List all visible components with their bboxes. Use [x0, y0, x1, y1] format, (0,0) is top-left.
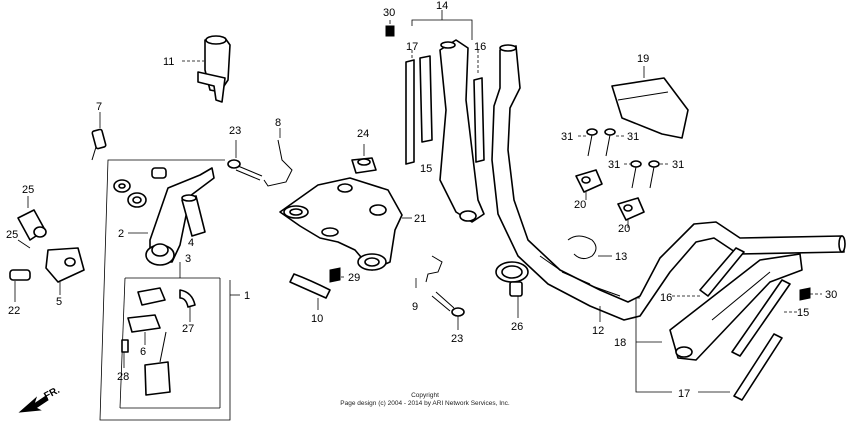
upper-holder-20a[interactable] — [575, 169, 603, 200]
callout-25b: 25 — [6, 229, 18, 241]
callout-5: 5 — [56, 296, 62, 308]
callout-20a: 20 — [574, 199, 586, 211]
ignition-assembly-frame — [99, 159, 240, 421]
bolt-30-right[interactable] — [799, 287, 822, 301]
upper-cover-bracket[interactable] — [182, 35, 231, 103]
callout-9: 9 — [412, 301, 418, 313]
callout-28: 28 — [117, 371, 129, 383]
switch-cover[interactable] — [181, 194, 206, 237]
rubber-strip-17-right[interactable] — [733, 333, 783, 401]
callout-11: 11 — [163, 56, 174, 68]
callout-21: 21 — [414, 213, 426, 225]
bolt-29[interactable] — [329, 267, 346, 283]
callout-7: 7 — [96, 101, 102, 113]
callout-23b: 23 — [451, 333, 463, 345]
handlebar-cover-right[interactable] — [669, 253, 803, 361]
top-bridge-21[interactable] — [279, 177, 412, 271]
callout-18: 18 — [614, 337, 626, 349]
callout-2: 2 — [118, 228, 124, 240]
bridge-nut-24[interactable] — [351, 144, 377, 174]
handlebar-grips — [539, 255, 621, 297]
callout-16b: 16 — [660, 292, 672, 304]
copyright-line-2: Page design (c) 2004 - 2014 by ARI Netwo… — [340, 400, 510, 407]
bolt-23-upper[interactable] — [227, 140, 263, 181]
callout-8: 8 — [275, 117, 281, 129]
ignition-switch-body[interactable] — [128, 167, 215, 266]
callout-29: 29 — [348, 272, 360, 284]
callout-23a: 23 — [229, 125, 241, 137]
callout-30a: 30 — [383, 7, 395, 19]
upper-holder-20b[interactable] — [617, 197, 645, 228]
rubber-strip-15-right[interactable] — [731, 279, 798, 357]
band-10[interactable] — [289, 273, 331, 310]
callout-31d: 31 — [672, 159, 684, 171]
callout-labels: 1 2 3 4 5 6 7 8 9 10 11 12 13 14 15 15 1… — [6, 0, 837, 400]
bolts-31-lower[interactable] — [624, 160, 668, 189]
callout-1: 1 — [244, 290, 250, 302]
callout-27: 27 — [182, 323, 194, 335]
rubber-strip-15[interactable] — [419, 55, 433, 143]
handlebar-12[interactable] — [491, 44, 846, 322]
callout-12: 12 — [592, 325, 604, 337]
callout-16a: 16 — [474, 41, 486, 53]
handlebar-cover-left[interactable] — [439, 39, 485, 223]
callout-24: 24 — [357, 128, 369, 140]
callout-15b: 15 — [797, 307, 809, 319]
callout-4: 4 — [188, 237, 194, 249]
callout-3: 3 — [185, 253, 191, 265]
rubber-strip-16-right[interactable] — [672, 247, 745, 297]
cover-bracket-14[interactable] — [411, 10, 473, 40]
callout-17b: 17 — [678, 388, 690, 400]
switch-internal-parts[interactable] — [121, 287, 196, 396]
clamp-9[interactable] — [415, 255, 443, 288]
callout-31c: 31 — [608, 159, 620, 171]
callout-6: 6 — [140, 346, 146, 358]
callout-22: 22 — [8, 305, 20, 317]
front-direction-arrow — [18, 395, 49, 413]
callout-30b: 30 — [825, 289, 837, 301]
callout-19: 19 — [637, 53, 649, 65]
callout-25a: 25 — [22, 184, 34, 196]
bolt-30-top[interactable] — [385, 20, 395, 37]
bolts-31-upper[interactable] — [578, 128, 624, 157]
callout-31a: 31 — [561, 131, 573, 143]
callout-10: 10 — [311, 313, 323, 325]
callout-15a: 15 — [420, 163, 432, 175]
copyright-line-1: Copyright — [411, 392, 439, 399]
callout-31b: 31 — [627, 131, 639, 143]
ignition-key[interactable] — [91, 112, 107, 161]
callout-17a: 17 — [406, 41, 418, 53]
wire-clamp-8[interactable] — [263, 128, 293, 187]
cover-bracket-18[interactable] — [635, 297, 730, 393]
rubber-strip-16[interactable] — [473, 50, 485, 163]
holder-cover-19[interactable] — [611, 66, 689, 139]
callout-13: 13 — [615, 251, 627, 263]
callout-26: 26 — [511, 321, 523, 333]
clamp-26[interactable] — [495, 261, 529, 318]
hose-clip-13[interactable] — [567, 235, 612, 260]
rubber-strip-17[interactable] — [405, 50, 415, 165]
bolt-23-lower[interactable] — [431, 291, 465, 330]
callout-14: 14 — [436, 0, 448, 12]
helmet-lock[interactable] — [9, 196, 85, 302]
callout-20b: 20 — [618, 223, 630, 235]
grommet-set[interactable] — [113, 179, 147, 208]
